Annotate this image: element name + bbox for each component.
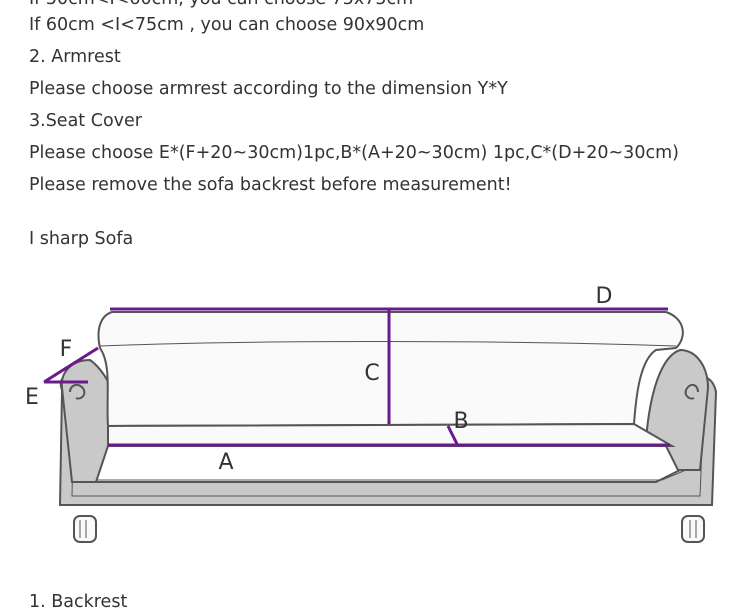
label-b: B [453,409,468,434]
label-a: A [218,450,233,475]
text-line-6: Please remove the sofa backrest before m… [29,175,512,195]
sofa-back-ridge [99,341,677,347]
text-line-4: 3.Seat Cover [29,111,142,131]
text-line-3: Please choose armrest according to the d… [29,79,508,99]
text-line-2: 2. Armrest [29,47,121,67]
label-f: F [60,337,73,362]
sofa-seat [107,422,676,447]
sofa-arm-left-scroll [69,384,86,400]
text-line-5: Please choose E*(F+20~30cm)1pc,B*(A+20~3… [29,143,679,163]
label-c: C [364,361,379,386]
sofa-leg-right [681,515,705,543]
text-line-1: If 60cm <I<75cm , you can choose 90x90cm [29,15,425,35]
measure-line-f [43,346,99,384]
measure-line-b [446,425,460,447]
label-e: E [25,385,39,410]
sofa-leg-left [73,515,97,543]
sofa-arm-right-scroll [684,384,699,400]
sofa-back [97,311,684,428]
sofa-arm-right [644,348,710,471]
label-d: D [596,284,613,309]
text-line-bottom: 1. Backrest [29,592,128,612]
sofa-diagram: D C B A F E [25,284,718,543]
text-line-7: I sharp Sofa [29,229,134,249]
text-line-cut: If 50cm<I<60cm, you can choose 75x75cm [29,0,413,10]
